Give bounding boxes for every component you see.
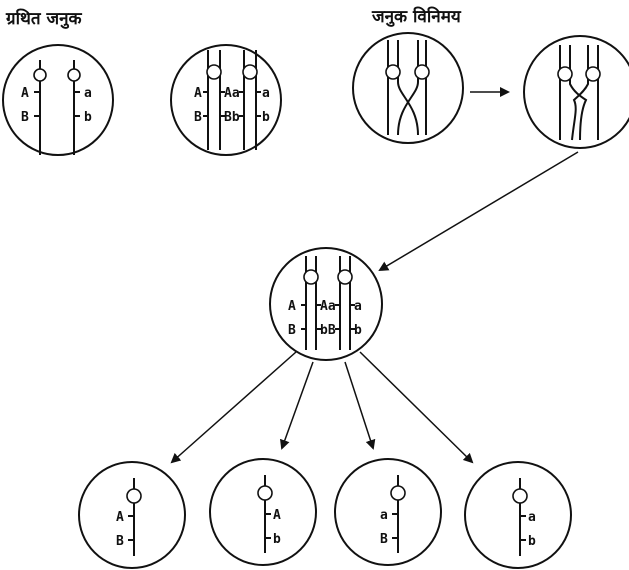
chromatid-pair-left (301, 256, 321, 350)
chromatid-pair-right (239, 50, 261, 150)
cell-outline (464, 461, 572, 569)
centromere (414, 64, 430, 80)
centromere (585, 66, 601, 82)
centromere (242, 64, 258, 80)
allele-a-label: a (380, 508, 388, 523)
chromatid-pair-left (203, 50, 225, 150)
cell-outline (352, 32, 464, 144)
allele-A-label: A (116, 510, 124, 525)
centromere (126, 488, 142, 504)
centromere (206, 64, 222, 80)
cell-chiasma (523, 35, 629, 149)
gamete-AB: A B (78, 461, 186, 569)
allele-Bb-label: Bb (224, 110, 240, 125)
centromere (512, 488, 528, 504)
centromere (557, 66, 573, 82)
allele-Aa-label: Aa (224, 86, 240, 101)
cell-outline (334, 458, 442, 566)
chromosome-right (67, 60, 81, 155)
centromere (33, 68, 47, 82)
centromere (390, 485, 406, 501)
heading-crossing-over: जनुक विनिमय (372, 7, 461, 27)
arrow-to-recombined-cell (378, 151, 579, 272)
allele-B-label: B (21, 110, 29, 125)
arrow-to-gamete-2 (280, 361, 314, 450)
gamete-Ab: A b (209, 458, 317, 566)
allele-B-label: B (116, 534, 124, 549)
cell-outline (2, 44, 114, 156)
allele-b-label: b (528, 534, 536, 549)
allele-b-label: b (84, 110, 92, 125)
allele-A-label: A (194, 86, 202, 101)
allele-B-label: B (194, 110, 202, 125)
allele-B-label: B (380, 532, 388, 547)
centromere (257, 485, 273, 501)
allele-A-label: A (21, 86, 29, 101)
allele-a-label: a (84, 86, 92, 101)
exchanged-chromatid (571, 45, 589, 141)
gamete-ab: a b (464, 461, 572, 569)
centromere (303, 269, 319, 285)
allele-b-label: b (354, 323, 362, 338)
allele-Aa-label: Aa (320, 299, 336, 314)
heading-linked-genes: ग्रथित जनुक (6, 9, 82, 29)
arrow-to-gamete-3 (344, 361, 376, 450)
allele-a-label: a (354, 299, 362, 314)
allele-A-label: A (288, 299, 296, 314)
chromatid-pair-right (335, 256, 355, 350)
cell-outline (209, 458, 317, 566)
cell-replicated-chromatids: A Aa a B Bb b (170, 44, 282, 156)
centromere (385, 64, 401, 80)
allele-B-label: B (288, 323, 296, 338)
exchanged-chromatid (569, 45, 588, 141)
cell-recombined: A Aa a B bB b (269, 247, 383, 361)
allele-A-label: A (273, 508, 281, 523)
allele-b-label: b (262, 110, 270, 125)
crossing-chromatid (397, 40, 419, 136)
centromere (337, 269, 353, 285)
arrow-to-gamete-4 (359, 351, 474, 464)
allele-bB-label: bB (320, 323, 336, 338)
cell-linked-unreplicated: A B a b (2, 44, 114, 156)
allele-b-label: b (273, 532, 281, 547)
crossing-chromatid (397, 40, 419, 136)
gamete-aB: a B (334, 458, 442, 566)
centromere (67, 68, 81, 82)
chromosome-left (33, 60, 47, 155)
allele-a-label: a (528, 510, 536, 525)
cell-crossing-over (352, 32, 464, 144)
allele-a-label: a (262, 86, 270, 101)
arrow-to-gamete-1 (170, 351, 297, 464)
cell-outline (269, 247, 383, 361)
